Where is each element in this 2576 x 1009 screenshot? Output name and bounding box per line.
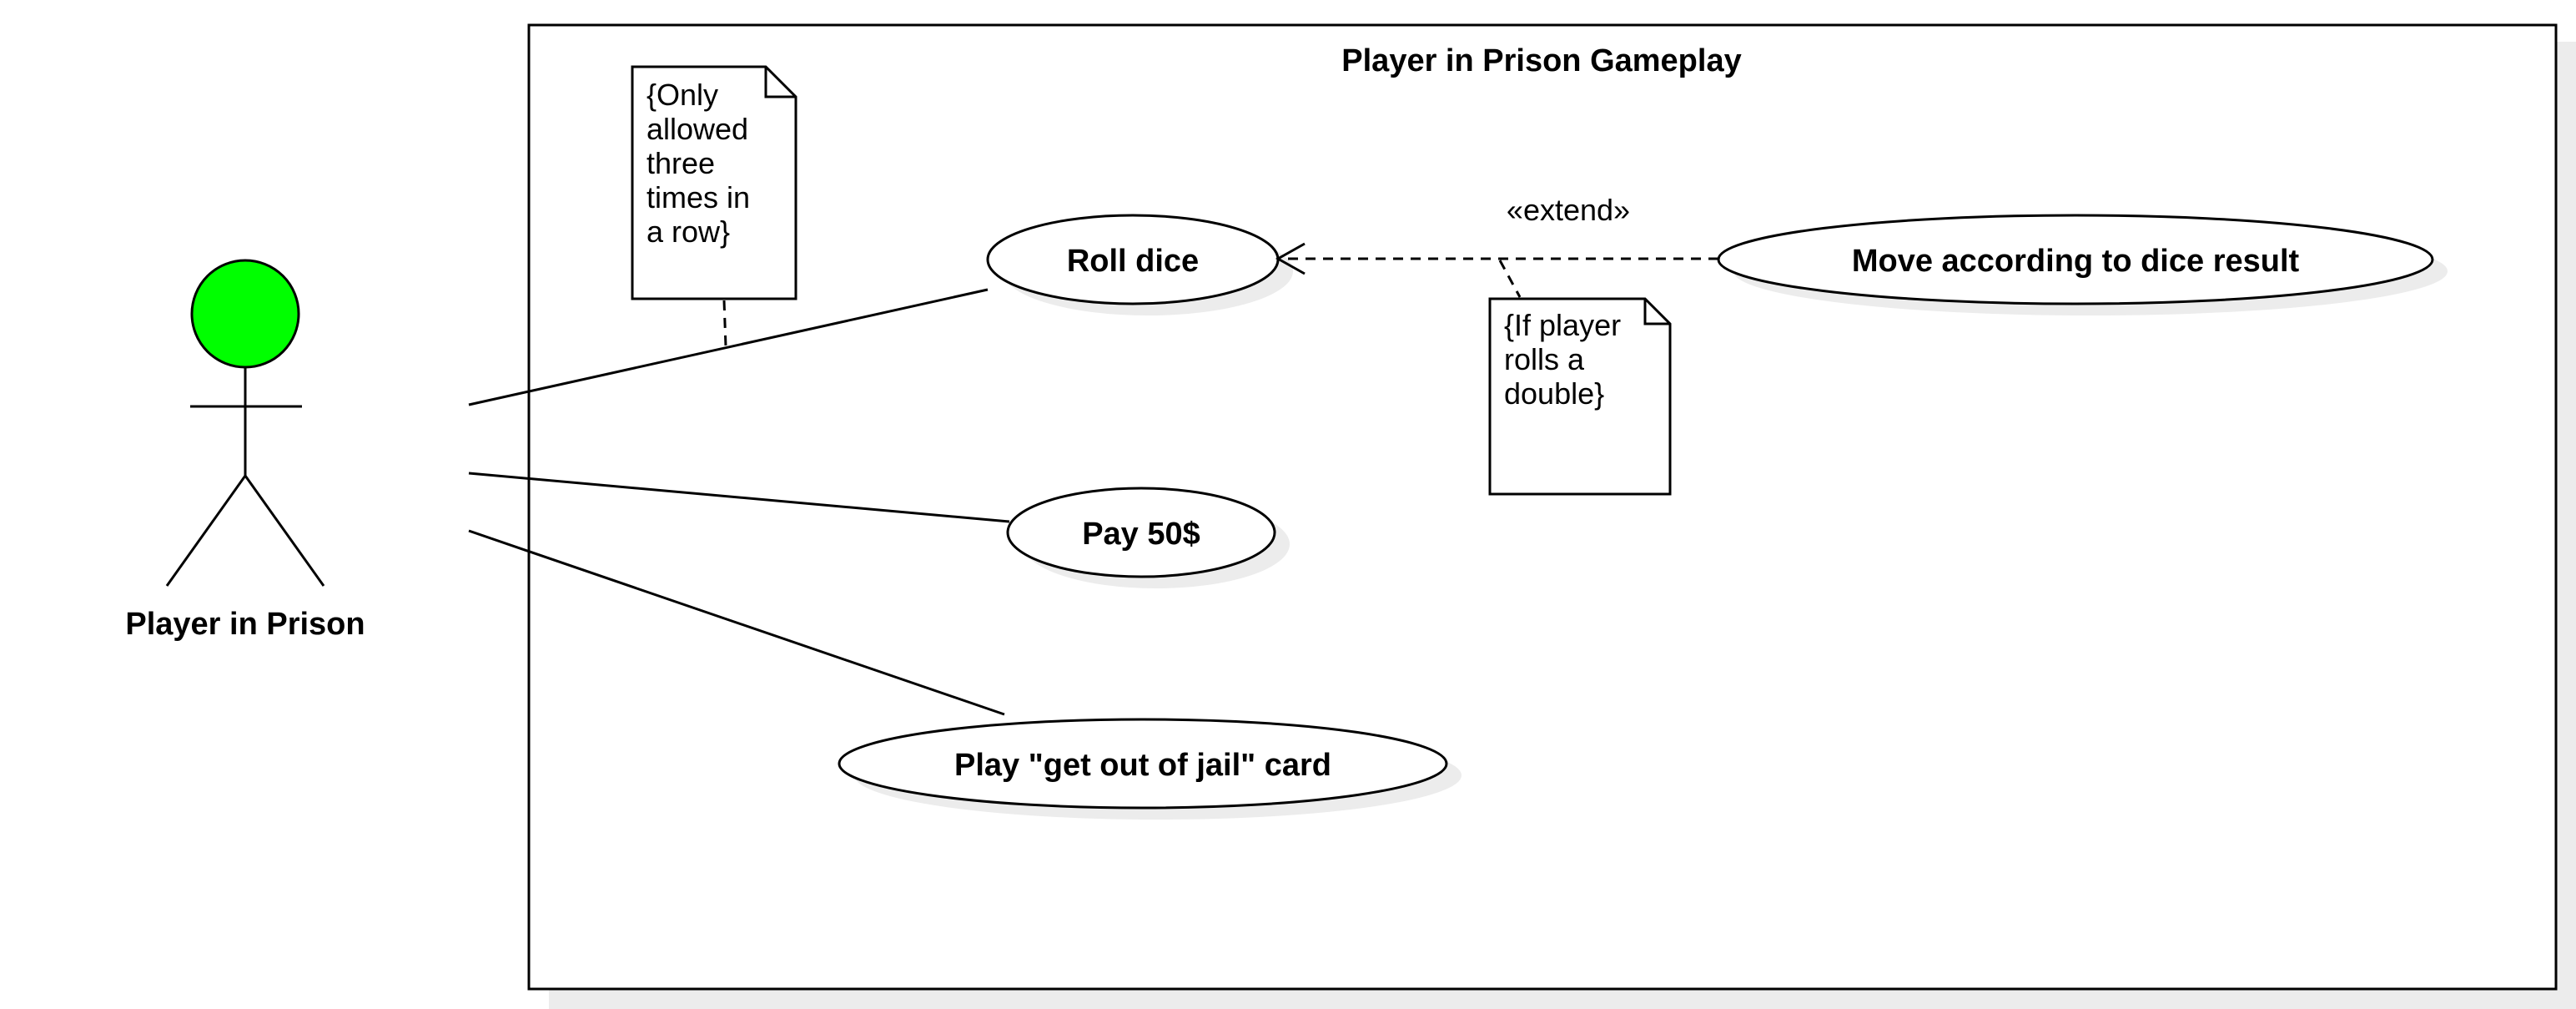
association-pay: [468, 472, 1010, 523]
associations: [468, 288, 1010, 716]
note-line: {If player: [1504, 308, 1621, 342]
use-case-roll-dice: Roll dice: [986, 214, 1293, 315]
note-line: times in: [647, 180, 750, 214]
system-boundary: Player in Prison Gameplay: [527, 23, 2576, 1009]
actor: Player in Prison: [125, 259, 365, 642]
use-case-label: Pay 50$: [1082, 517, 1200, 552]
extend-arrowhead: [1275, 242, 1306, 275]
actor-head: [190, 259, 300, 369]
svg-text:{If player rolls a: {If player rolls a double}: [1504, 308, 1629, 411]
note-line: double}: [1504, 376, 1604, 411]
extend-label: «extend»: [1507, 193, 1630, 227]
note-connector: [722, 300, 727, 347]
use-case-move: Move according to dice result: [1717, 214, 2448, 315]
association-jail-card: [468, 529, 1005, 716]
use-case-label: Move according to dice result: [1852, 244, 2300, 279]
actor-right-leg: [244, 475, 325, 587]
note-if-double: {If player rolls a double}: [1488, 260, 1672, 496]
extend-relation: «extend»: [1275, 193, 1718, 275]
note-line: {Only: [647, 78, 718, 112]
system-title: Player in Prison Gameplay: [1341, 43, 1741, 78]
use-case-label: Play "get out of jail" card: [954, 748, 1331, 783]
association-roll-dice: [468, 288, 989, 406]
note-line: three: [647, 146, 715, 180]
note-only-three-times: {Only allowed three times in a row}: [631, 65, 797, 347]
use-case-jail-card: Play "get out of jail" card: [838, 718, 1462, 820]
note-line: rolls a: [1504, 342, 1585, 376]
note-line: a row}: [647, 214, 730, 249]
actor-left-leg: [165, 475, 247, 587]
note-line: allowed: [647, 112, 748, 146]
note-connector: [1498, 260, 1522, 298]
use-case-label: Roll dice: [1067, 244, 1199, 279]
svg-text:{Only allowed thre: {Only allowed three times in a row}: [647, 78, 758, 249]
actor-name: Player in Prison: [125, 607, 365, 642]
use-case-pay-50: Pay 50$: [1006, 487, 1290, 588]
